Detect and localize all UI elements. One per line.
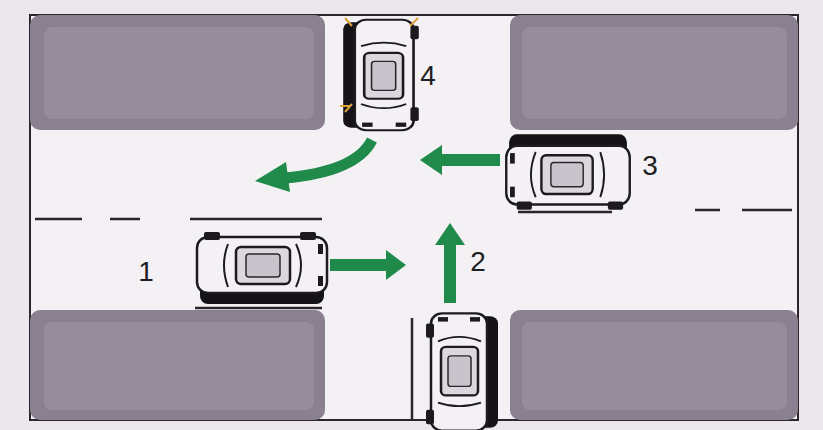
callout-number: 2 [470,248,486,276]
callout-number: 1 [138,258,154,286]
callout-number: 4 [420,62,436,90]
callout-number: 3 [642,152,658,180]
